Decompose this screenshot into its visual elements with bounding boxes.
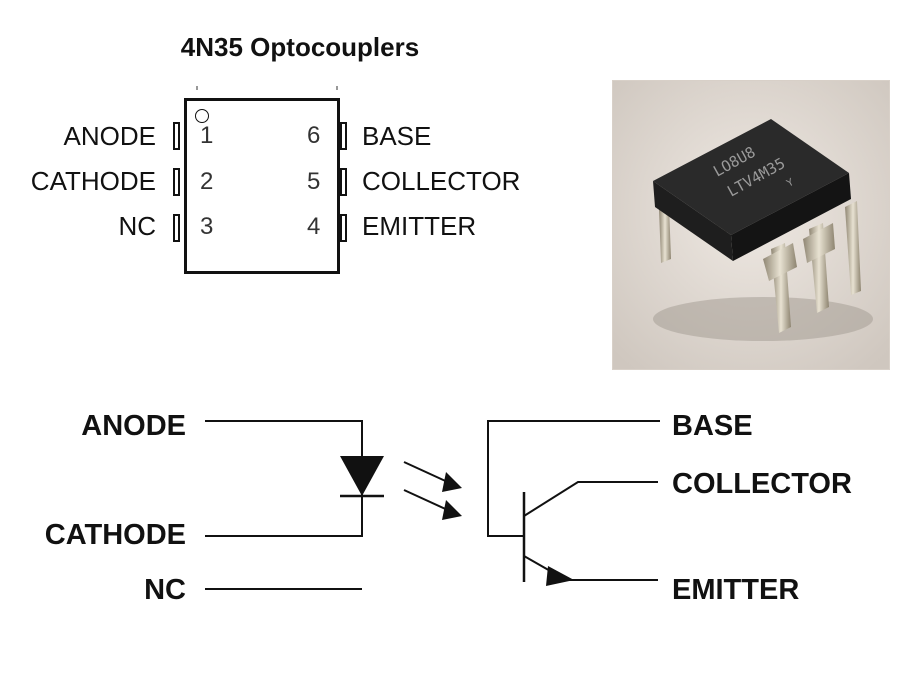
schematic-label-collector: COLLECTOR — [672, 468, 852, 500]
pin-number-2: 2 — [200, 168, 214, 195]
emitter-wire — [523, 555, 658, 581]
chip-body-outline — [184, 98, 340, 274]
pin-label-emitter: EMITTER — [362, 211, 477, 241]
base-wire — [487, 420, 660, 537]
pin-number-4: 4 — [307, 213, 321, 240]
schematic-label-anode: ANODE — [81, 410, 186, 442]
light-arrow-head-2-icon — [442, 500, 462, 520]
pin-stub-2 — [173, 168, 180, 196]
pin-stub-5 — [340, 168, 347, 196]
cathode-wire — [205, 518, 363, 537]
pin-label-cathode: CATHODE — [30, 166, 156, 196]
schematic-label-cathode: CATHODE — [44, 519, 186, 551]
schematic-label-nc: NC — [144, 574, 186, 606]
diode-triangle-icon — [340, 456, 384, 496]
collector-wire — [523, 481, 658, 517]
pin-number-6: 6 — [307, 122, 321, 149]
pin-stub-4 — [340, 214, 347, 242]
chip-photo-image: LO8U8 LTV4M35 Y — [613, 81, 889, 369]
notch-tick-right — [336, 86, 338, 90]
pin-stub-1 — [173, 122, 180, 150]
light-arrow-head-1-icon — [442, 472, 462, 492]
light-ray-2 — [403, 489, 453, 513]
chip-photo: LO8U8 LTV4M35 Y — [612, 80, 890, 370]
diagram-title: 4N35 Optocouplers — [180, 32, 420, 62]
anode-wire — [205, 420, 363, 518]
schematic-label-base: BASE — [672, 410, 753, 442]
light-ray-1 — [403, 461, 453, 485]
pin-number-3: 3 — [200, 213, 214, 240]
pin-label-nc: NC — [118, 211, 156, 241]
pin-label-collector: COLLECTOR — [362, 166, 521, 196]
emitter-arrow-icon — [546, 566, 574, 586]
pin-stub-6 — [340, 122, 347, 150]
pin1-marker-icon — [195, 109, 209, 123]
pin-label-base: BASE — [362, 121, 432, 151]
schematic-label-emitter: EMITTER — [672, 574, 800, 606]
pin-number-5: 5 — [307, 168, 321, 195]
pin-stub-3 — [173, 214, 180, 242]
notch-tick-left — [196, 86, 198, 90]
pin-number-1: 1 — [200, 122, 214, 149]
pin-label-anode: ANODE — [63, 121, 156, 151]
